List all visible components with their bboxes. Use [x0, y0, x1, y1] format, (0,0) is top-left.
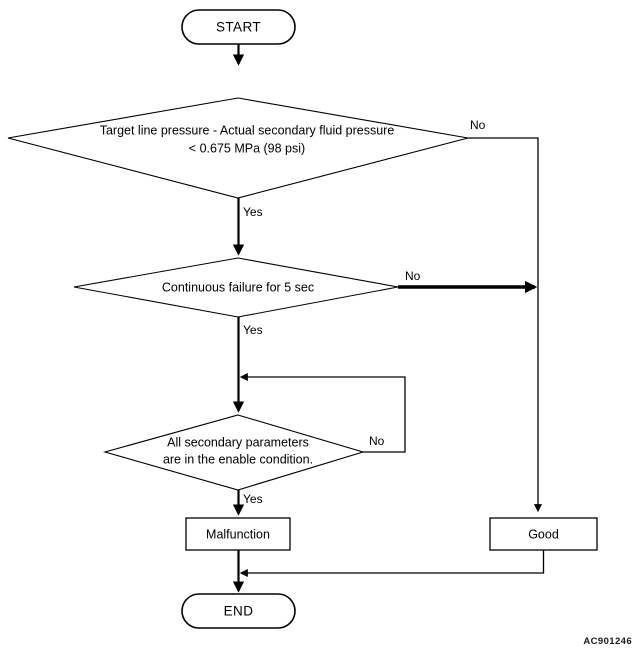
decision1-label-line1: Target line pressure - Actual secondary … — [100, 123, 395, 137]
edge-good-to-merge — [239, 550, 545, 578]
decision3-label-line1: All secondary parameters — [167, 435, 309, 449]
end-label: END — [224, 604, 254, 619]
node-start: START — [181, 9, 296, 45]
node-decision-2: Continuous failure for 5 sec — [73, 257, 399, 318]
edge-label-decision1-yes: Yes — [243, 205, 263, 219]
decision2-label-line1: Continuous failure for 5 sec — [162, 280, 314, 294]
edge-label-decision2-no: No — [405, 269, 421, 283]
start-label: START — [216, 20, 261, 35]
edge-decision1-no — [468, 137, 543, 513]
good-shape — [489, 517, 598, 551]
node-malfunction: Malfunction — [185, 517, 291, 551]
edge-label-decision2-yes: Yes — [243, 323, 263, 337]
malfunction-shape — [185, 517, 291, 551]
decision1-label-line2: < 0.675 MPa (98 psi) — [189, 141, 305, 155]
edge-label-decision3-yes: Yes — [243, 492, 263, 506]
edge-label-decision3-no: No — [369, 434, 385, 448]
node-end: END — [181, 593, 296, 629]
decision3-label-line2: are in the enable condition. — [163, 452, 313, 466]
figure-reference-code: AC901246 — [583, 636, 632, 647]
edge-decision3-no-loopback — [239, 372, 406, 453]
edge-label-decision1-no: No — [470, 118, 486, 132]
end-shape — [181, 593, 296, 629]
node-decision-1: Target line pressure - Actual secondary … — [7, 97, 469, 199]
good-label: Good — [528, 527, 559, 541]
node-decision-3: All secondary parameters are in the enab… — [102, 414, 365, 491]
malfunction-label: Malfunction — [206, 527, 270, 541]
node-good: Good — [489, 517, 598, 551]
